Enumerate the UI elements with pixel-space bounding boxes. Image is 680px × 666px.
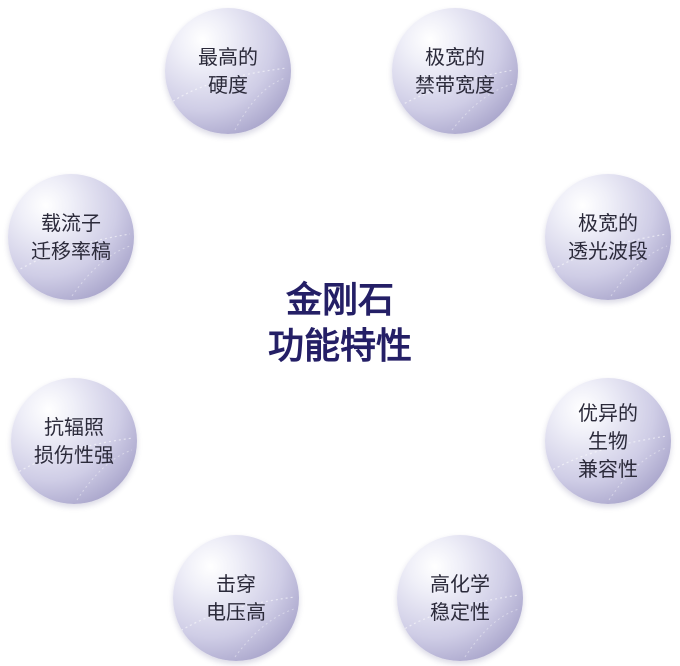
bubble-label-line: 透光波段 <box>568 239 648 263</box>
bubble-label-line: 兼容性 <box>578 457 638 481</box>
center-title-line1: 金刚石 <box>285 280 394 321</box>
feature-bubble-transmission-band: 极宽的 透光波段 <box>545 174 671 300</box>
center-title-line2: 功能特性 <box>267 326 412 367</box>
bubble-label-line: 稳定性 <box>430 600 490 624</box>
feature-bubble-breakdown-voltage: 击穿 电压高 <box>173 535 299 661</box>
bubble-label: 载流子 迁移率稿 <box>31 209 111 265</box>
bubble-label-line: 硬度 <box>208 73 248 97</box>
bubble-label: 最高的 硬度 <box>198 43 258 99</box>
feature-bubble-biocompatibility: 优异的 生物 兼容性 <box>545 378 671 504</box>
bubble-label: 极宽的 禁带宽度 <box>415 43 495 99</box>
bubble-label: 优异的 生物 兼容性 <box>578 399 638 483</box>
bubble-label: 抗辐照 损伤性强 <box>34 413 114 469</box>
bubble-label: 极宽的 透光波段 <box>568 209 648 265</box>
bubble-label-line: 迁移率稿 <box>31 239 111 263</box>
bubble-label-line: 最高的 <box>198 45 258 69</box>
feature-bubble-chemical-stability: 高化学 稳定性 <box>397 535 523 661</box>
center-title: 金刚石 功能特性 <box>190 278 490 370</box>
feature-bubble-band-gap: 极宽的 禁带宽度 <box>392 8 518 134</box>
feature-bubble-radiation-resistance: 抗辐照 损伤性强 <box>11 378 137 504</box>
bubble-label-line: 极宽的 <box>425 45 485 69</box>
bubble-label-line: 极宽的 <box>578 211 638 235</box>
bubble-label-line: 抗辐照 <box>44 415 104 439</box>
bubble-label: 高化学 稳定性 <box>430 570 490 626</box>
bubble-label-line: 优异的 <box>578 401 638 425</box>
bubble-label-line: 高化学 <box>430 572 490 596</box>
bubble-label-line: 电压高 <box>206 600 266 624</box>
bubble-label-line: 生物 <box>588 429 628 453</box>
bubble-label-line: 击穿 <box>216 572 256 596</box>
feature-bubble-hardness: 最高的 硬度 <box>165 8 291 134</box>
feature-bubble-carrier-mobility: 载流子 迁移率稿 <box>8 174 134 300</box>
bubble-label-line: 禁带宽度 <box>415 73 495 97</box>
bubble-label-line: 损伤性强 <box>34 443 114 467</box>
bubble-label-line: 载流子 <box>41 211 101 235</box>
bubble-label: 击穿 电压高 <box>206 570 266 626</box>
